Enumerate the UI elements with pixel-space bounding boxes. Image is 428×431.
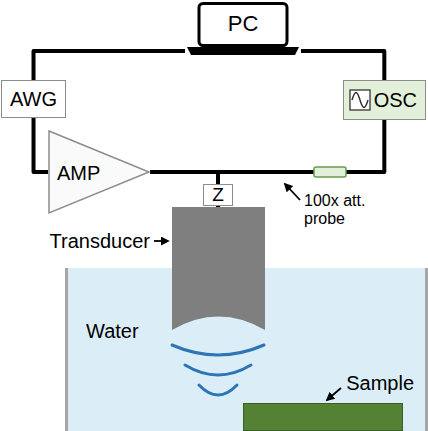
oscilloscope-box: OSC (343, 80, 426, 120)
probe-label: 100x att. probe (304, 192, 388, 229)
transducer-pointer (154, 240, 168, 242)
node-label: Transducer (50, 230, 150, 252)
node-label: OSC (374, 89, 417, 111)
signal-wire (218, 120, 384, 184)
transducer-body: Transducer (172, 207, 265, 330)
probe-pointer (285, 184, 300, 200)
computer-icon: PC (185, 2, 301, 56)
sample-plate: Sample (243, 403, 403, 431)
node-label: Sample (346, 372, 414, 394)
node-label: AWG (10, 88, 57, 110)
signal-wire (216, 206, 220, 207)
signal-wire (34, 118, 48, 172)
node-label: Water (86, 320, 139, 342)
node-label: AMP (57, 162, 100, 184)
impedance-box: Z (203, 184, 233, 206)
generator-box: AWG (1, 80, 66, 118)
ultrasound-wave (185, 365, 251, 375)
node-label: Z (212, 185, 224, 206)
sample-pointer (327, 388, 341, 400)
ultrasound-wave (172, 345, 264, 355)
amplifier-triangle: AMP (48, 130, 150, 214)
attenuator-probe (314, 167, 346, 177)
signal-wire (301, 51, 384, 80)
transducer-shape (172, 207, 265, 330)
screen-area: PC (199, 3, 287, 46)
node-label: PC (228, 12, 259, 36)
signal-wire (34, 51, 185, 80)
sine-icon (349, 89, 371, 111)
signal-wire (150, 172, 218, 184)
ultrasound-wave (199, 385, 237, 395)
